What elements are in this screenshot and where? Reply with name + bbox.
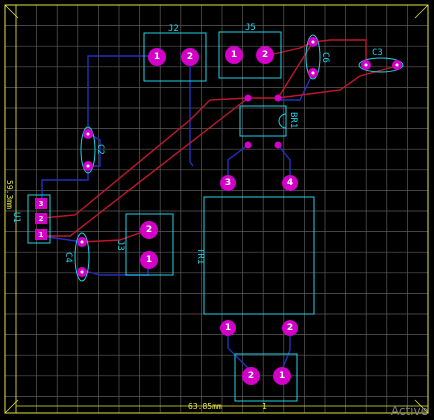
j1-pad-1-number: 1 (279, 371, 285, 381)
c2-pad-hole (86, 164, 90, 168)
j1-pad-1[interactable] (273, 367, 291, 385)
c6-label: C6 (320, 52, 330, 63)
grid (5, 4, 428, 413)
connector-j3[interactable]: J3 2 1 (115, 213, 174, 276)
j5-pad-2-number: 2 (262, 50, 268, 60)
c4-pad-hole (80, 240, 84, 244)
j3-pad-2[interactable] (140, 221, 158, 239)
trace (277, 65, 398, 99)
trace (278, 72, 314, 101)
u1-pad-3-number: 3 (39, 200, 44, 208)
trace (248, 39, 367, 99)
br1-label: BR1 (288, 112, 298, 128)
activation-watermark: Active (390, 404, 428, 418)
capacitor-c2[interactable]: C2 (80, 126, 105, 174)
br1-pad[interactable] (244, 94, 252, 102)
j5-pad-1[interactable] (225, 46, 243, 64)
trace (41, 97, 249, 219)
j5-pad-1-number: 1 (231, 50, 237, 60)
dimension-marker: 1 (262, 402, 267, 411)
j2-pad-1-number: 1 (154, 52, 160, 62)
tr1-pad-2[interactable] (282, 320, 298, 336)
c3-outline (358, 57, 404, 73)
corner-marker (414, 4, 429, 19)
c6-outline (305, 34, 321, 80)
u1-pad-2[interactable] (35, 213, 47, 224)
u1-pad-2-number: 2 (39, 215, 44, 223)
u1-pad-3[interactable] (35, 198, 47, 209)
tr1-pad-4-number: 4 (287, 178, 293, 188)
j2-label: J2 (168, 24, 179, 34)
u1-pad-1-number: 1 (39, 231, 44, 239)
j3-pad-1-number: 1 (146, 255, 152, 265)
tr1-pad-3[interactable] (220, 175, 236, 191)
c6-pad-hole (311, 71, 315, 75)
c4-label: C4 (63, 252, 73, 263)
corner-marker (4, 4, 19, 19)
c2-label: C2 (95, 144, 105, 155)
trace (189, 56, 194, 167)
trace (87, 55, 157, 133)
c3-pad-hole (395, 63, 399, 67)
br1-pad[interactable] (244, 141, 252, 149)
capacitor-c6[interactable]: C6 (305, 34, 330, 80)
j2-pad-1[interactable] (148, 48, 166, 66)
br1-notch (278, 113, 287, 129)
tr1-pad-3-number: 3 (225, 178, 231, 188)
tr1-pad-1[interactable] (220, 320, 236, 336)
bridge-rectifier-br1[interactable]: BR1 (239, 94, 298, 149)
c2-pad-hole (86, 132, 90, 136)
tr1-pad-4[interactable] (282, 175, 298, 191)
j3-label: J3 (115, 240, 125, 251)
j2-pad-2[interactable] (181, 48, 199, 66)
capacitor-c3[interactable]: C3 (358, 48, 404, 73)
tr1-label: TR1 (195, 248, 205, 264)
u1-pad-1[interactable] (35, 229, 47, 240)
c4-outline (74, 232, 90, 282)
j1-pad-2-number: 2 (248, 371, 254, 381)
j5-pad-2[interactable] (256, 46, 274, 64)
board-outline (4, 4, 429, 414)
regulator-u1[interactable]: U1 3 2 1 (11, 194, 51, 244)
tr1-pad-2-number: 2 (287, 323, 293, 333)
connector-j5[interactable]: J5 1 2 (218, 23, 282, 79)
j2-pad-2-number: 2 (187, 52, 193, 62)
dimension-vertical: 59.3mm (5, 180, 14, 209)
br1-pad[interactable] (274, 141, 282, 149)
bottom-traces (41, 55, 314, 371)
corner-marker (414, 399, 429, 414)
j3-pad-1[interactable] (140, 251, 158, 269)
corner-marker (4, 399, 19, 414)
connector-j1[interactable]: 2 1 (234, 353, 298, 402)
c3-label: C3 (372, 48, 383, 58)
j5-label: J5 (245, 23, 256, 33)
u1-label: U1 (11, 212, 21, 223)
trace (41, 235, 83, 243)
j1-pad-2[interactable] (242, 367, 260, 385)
dimension-horizontal: 63.85mm (188, 402, 222, 411)
c3-pad-hole (364, 63, 368, 67)
trace (81, 229, 149, 243)
connector-j2[interactable]: J2 1 2 (143, 24, 207, 82)
c4-pad-hole (80, 270, 84, 274)
trace (42, 97, 249, 237)
c2-outline (80, 126, 96, 174)
tr1-pad-1-number: 1 (225, 323, 231, 333)
capacitor-c4[interactable]: C4 (63, 232, 90, 282)
j3-pad-2-number: 2 (146, 225, 152, 235)
c6-pad-hole (311, 40, 315, 44)
transformer-tr1[interactable]: TR1 3 4 1 2 (195, 175, 315, 336)
br1-pad[interactable] (274, 94, 282, 102)
